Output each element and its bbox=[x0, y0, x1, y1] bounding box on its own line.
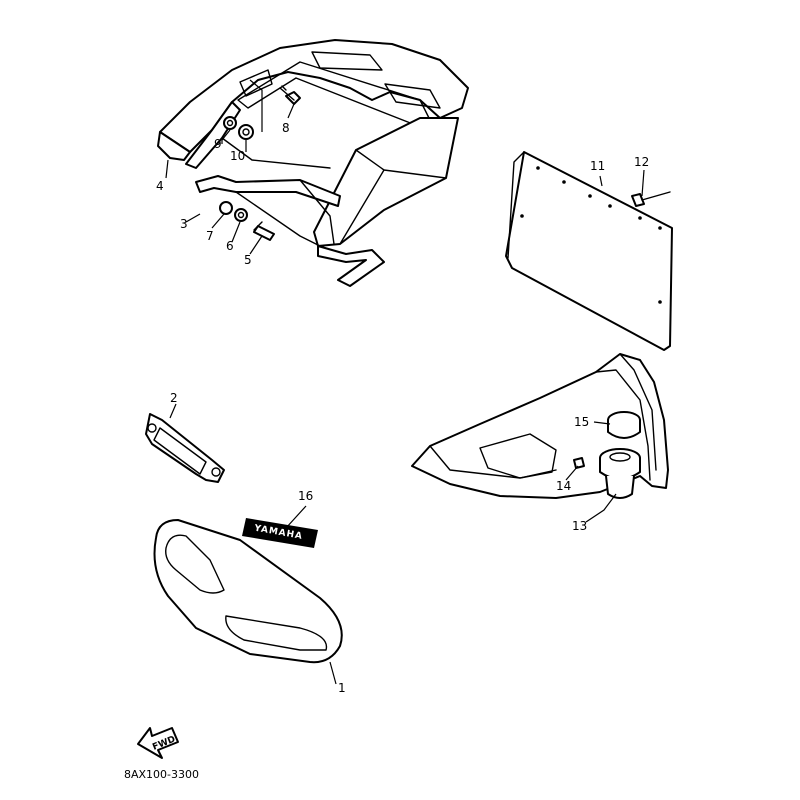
callout-3: 3 bbox=[180, 217, 188, 231]
bolt-5 bbox=[253, 221, 275, 241]
callout-13: 13 bbox=[572, 519, 587, 533]
lens-2 bbox=[145, 413, 225, 483]
callout-8: 8 bbox=[282, 121, 290, 135]
callout-9: 9 bbox=[214, 137, 222, 151]
callout-15: 15 bbox=[574, 415, 589, 429]
screw-12 bbox=[631, 191, 671, 207]
callout-11: 11 bbox=[590, 159, 605, 173]
panel-board bbox=[505, 151, 673, 351]
callout-12: 12 bbox=[634, 155, 649, 169]
nut-7 bbox=[219, 201, 233, 215]
callout-10: 10 bbox=[230, 149, 245, 163]
bolt-8 bbox=[279, 85, 301, 105]
callout-5: 5 bbox=[244, 253, 252, 267]
front-grille-1 bbox=[153, 519, 343, 664]
emblem-16: YAMAHA bbox=[242, 518, 318, 548]
washer-10 bbox=[238, 124, 254, 140]
forward-arrow-icon: FWD bbox=[137, 727, 179, 759]
callout-1: 1 bbox=[338, 681, 346, 695]
rubber-cap-15 bbox=[607, 411, 641, 439]
nut-9 bbox=[223, 116, 237, 130]
callout-4: 4 bbox=[156, 179, 164, 193]
leader-lines bbox=[165, 79, 645, 685]
callout-2: 2 bbox=[170, 391, 178, 405]
callout-16: 16 bbox=[298, 489, 313, 503]
bulb-socket-13 bbox=[599, 448, 641, 499]
washer-6 bbox=[234, 208, 248, 222]
diagram-code: 8AX100-3300 bbox=[124, 768, 199, 781]
callout-6: 6 bbox=[226, 239, 234, 253]
callout-7: 7 bbox=[206, 229, 214, 243]
callout-14: 14 bbox=[556, 479, 571, 493]
front-carrier-rack bbox=[157, 39, 469, 287]
callout-labels: 1 2 3 4 5 6 7 8 9 10 11 12 13 14 15 16 bbox=[156, 121, 649, 695]
screw-14 bbox=[573, 457, 585, 469]
